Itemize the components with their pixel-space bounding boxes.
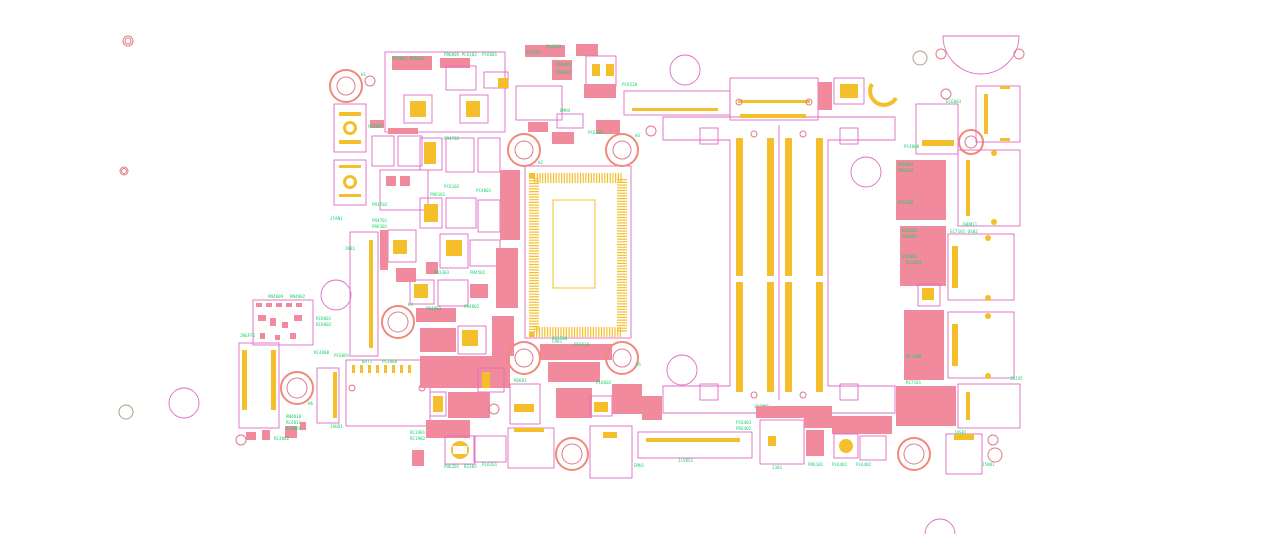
mounting-holes: H1 H2 H3 H4 H5 H6 [280,69,984,471]
svg-text:RC6802: RC6802 [316,322,332,327]
hole-h1-label: H1 [361,72,367,77]
svg-text:RN4802: RN4802 [290,294,306,299]
hole-h5-label: H5 [636,362,642,367]
svg-text:RC6801: RC6801 [316,316,332,321]
fan-connector [333,103,367,206]
cpu-socket: CPU1 [524,165,632,344]
designators: PD6001 PD6102 PD6005 PC6102 PC6601 PC670… [268,44,995,470]
svg-text:RC4809: RC4809 [286,426,302,431]
keyboard-connector [349,231,379,357]
svg-text:PD6001 PD6102: PD6001 PD6102 [392,56,425,61]
svg-text:PC6024: PC6024 [898,162,914,167]
svg-text:PC6601: PC6601 [902,234,918,239]
svg-text:PR4701: PR4701 [372,218,388,223]
svg-text:RC4811: RC4811 [286,420,302,425]
pch-power-area [379,169,520,356]
svg-text:PC6403: PC6403 [736,420,752,425]
audio-label: JAUD1 [330,424,343,429]
svg-text:PR4803: PR4803 [426,306,442,311]
hole-h2-label: H2 [538,160,544,165]
svg-text:J301: J301 [772,465,783,470]
svg-text:PC6007: PC6007 [368,124,384,129]
svg-text:PR4802: PR4802 [464,304,480,309]
svg-text:PR3702: PR3702 [372,202,388,207]
svg-text:EC6204: EC6204 [906,260,922,265]
svg-text:PL6201: PL6201 [482,462,498,467]
svg-text:PR4502: PR4502 [470,270,486,275]
svg-text:RC1901: RC1901 [410,430,426,435]
right-io-area: JHDMI1 JUSB1 [896,85,1021,475]
svg-text:EMH4: EMH4 [560,108,571,113]
hdmi-label: JHDMI1 [962,222,978,227]
svg-text:PC6001: PC6001 [334,353,350,358]
svg-text:PC3808: PC3808 [382,359,398,364]
bottom-connectors: JLVDS1 [637,396,892,465]
hole-h4-label: H4 [408,302,414,307]
wlan-label: JNGFF1 [240,333,256,338]
svg-text:RC7101: RC7101 [906,380,922,385]
svg-text:PC4801: PC4801 [476,188,492,193]
svg-text:RC1902: RC1902 [410,436,426,441]
svg-text:RC4808: RC4808 [314,350,330,355]
top-connectors [623,77,898,121]
svg-text:PC6601: PC6601 [482,52,498,57]
svg-text:EC6602: EC6602 [902,254,918,259]
svg-text:PR6301: PR6301 [372,224,388,229]
fan-label: JFAN1 [330,216,343,221]
svg-text:PC6200: PC6200 [898,200,914,205]
svg-text:PL6602: PL6602 [596,380,612,385]
svg-text:PU6201: PU6201 [444,464,460,469]
dimm-slots: JDIMM1 [662,116,896,414]
svg-text:PC6701: PC6701 [526,50,542,55]
svg-text:RN4810: RN4810 [286,414,302,419]
svg-text:PC6604: PC6604 [556,62,572,67]
svg-text:PC6510: PC6510 [574,342,590,347]
hole-h6-label: H6 [308,401,314,406]
lcd-label: JLVDS1 [678,458,694,463]
svg-text:PL6402: PL6402 [856,462,872,467]
svg-text:PR6402: PR6402 [736,426,752,431]
cpu-label: CPU1 [552,339,563,344]
svg-text:EMH1: EMH1 [634,463,645,468]
svg-text:RC4802: RC4802 [274,436,290,441]
lower-left-cluster [412,344,642,479]
svg-text:PC6102: PC6102 [444,184,460,189]
svg-text:PC6607: PC6607 [556,70,572,75]
usb-right-label: JRJ45 [1010,376,1023,381]
svg-text:EC6003: EC6003 [946,99,962,104]
svg-text:J5001: J5001 [982,462,995,467]
svg-text:PR6101: PR6101 [808,462,824,467]
svg-text:PC4000: PC4000 [904,144,920,149]
battery-conn-pads [352,365,411,373]
svg-text:PC6506: PC6506 [588,130,604,135]
battery-label: BAT1 [362,359,373,364]
svg-text:PL6401: PL6401 [832,462,848,467]
vrm-area [370,44,620,173]
svg-text:EC7101 USB2: EC7101 USB2 [950,229,978,234]
svg-text:PR3303: PR3303 [434,270,450,275]
svg-text:EC6103: EC6103 [902,228,918,233]
hole-h3-label: H3 [635,133,641,138]
svg-text:R2303: R2303 [464,464,477,469]
svg-text:RC7300: RC7300 [906,354,922,359]
svg-text:PD6005 PC6102: PD6005 PC6102 [444,52,477,57]
kbd-label: JKB1 [345,246,356,251]
svg-text:PU2500: PU2500 [552,336,568,341]
left-smd-cluster [246,299,314,440]
fiducials [118,35,1025,535]
svg-text:PR4702: PR4702 [444,136,460,141]
svg-text:PC6603: PC6603 [546,44,562,49]
svg-text:RD601: RD601 [514,378,527,383]
svg-text:PR6013: PR6013 [898,168,914,173]
svg-text:RN4809: RN4809 [268,294,284,299]
usb-label: JUSB1 [954,430,967,435]
svg-text:PR6101: PR6101 [430,192,446,197]
svg-text:PC6520: PC6520 [622,82,638,87]
